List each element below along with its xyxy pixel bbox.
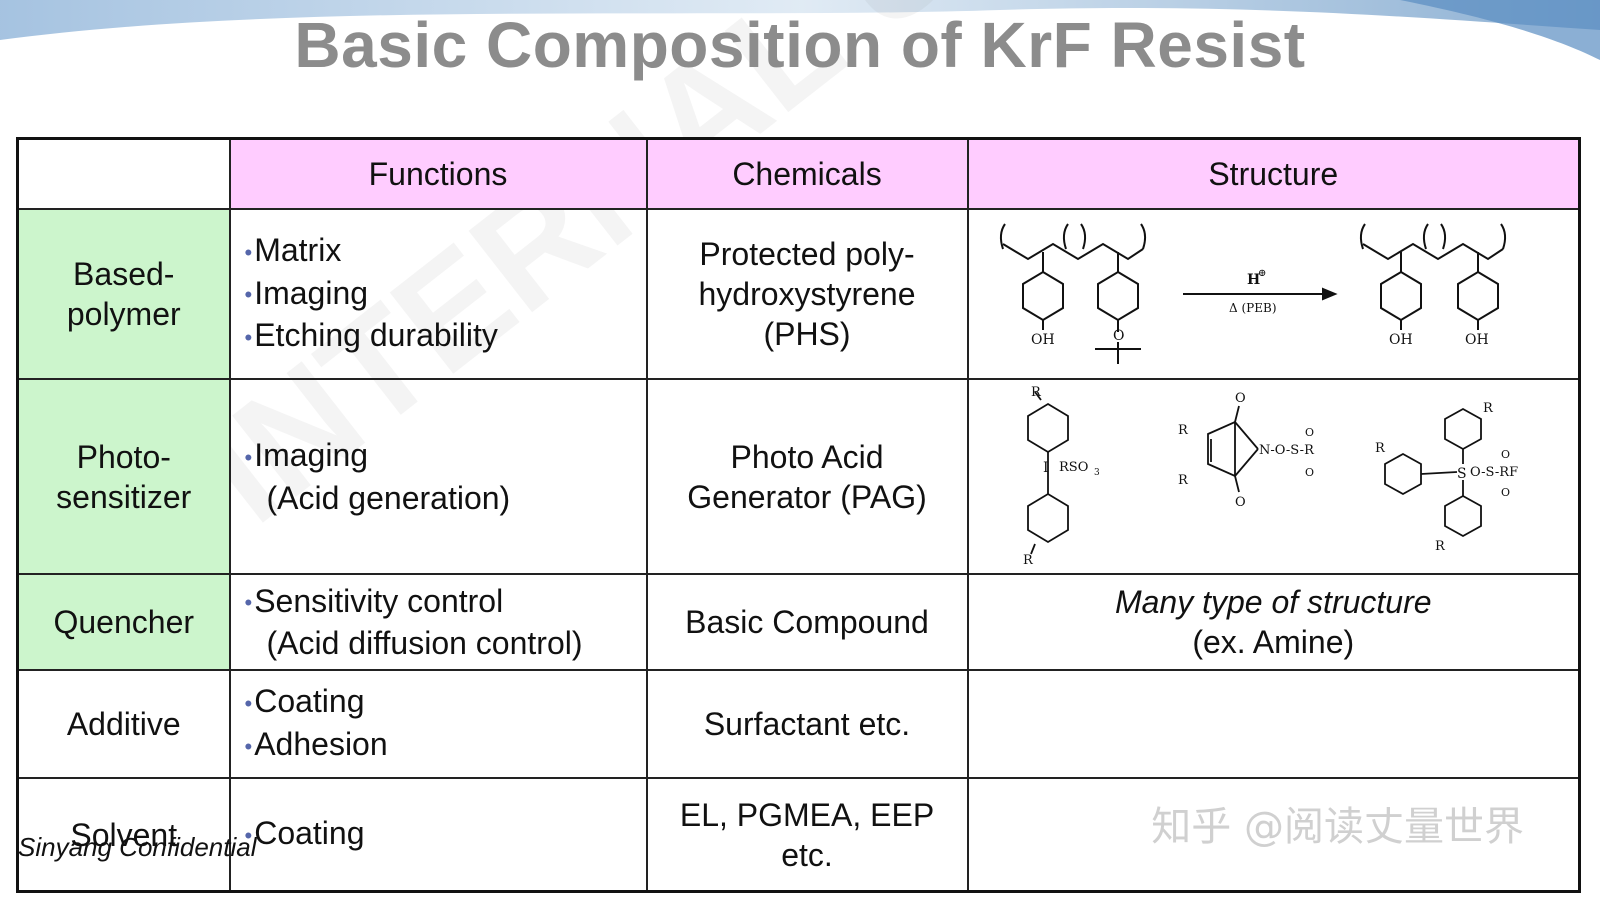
header-functions: Functions: [228, 137, 648, 210]
list-item: •Imaging: [244, 437, 369, 474]
list-item: •Imaging: [244, 274, 369, 311]
svg-text:OH: OH: [1031, 332, 1055, 348]
header-structure: Structure: [966, 137, 1581, 210]
svg-text:H: H: [1247, 272, 1260, 288]
confidential-footer: Sinyang Confidential: [18, 832, 257, 862]
chemicals-cell: Photo Acid Generator (PAG): [645, 378, 969, 575]
svg-text:R: R: [1435, 539, 1446, 554]
empty-structure-cell: [966, 669, 1581, 779]
svg-text:I: I: [1043, 460, 1049, 476]
row-label-solvent: Solvent: [16, 777, 231, 893]
chemicals-cell: Protected poly- hydroxystyrene (PHS): [645, 208, 969, 380]
list-item: •Coating: [244, 683, 365, 720]
svg-text:3: 3: [1094, 468, 1100, 478]
svg-text:R: R: [1023, 553, 1034, 568]
svg-text:R: R: [1178, 473, 1189, 488]
row-label-based-polymer: Based- polymer: [16, 208, 231, 380]
svg-text:R: R: [1178, 423, 1189, 438]
svg-text:⊕: ⊕: [1258, 268, 1266, 279]
table-row: Solvent •Coating EL, PGMEA, EEP etc.: [16, 777, 1581, 893]
table-row: Quencher •Sensitivity control (Acid diff…: [16, 573, 1581, 671]
svg-text:O: O: [1305, 466, 1314, 479]
svg-text:O: O: [1305, 426, 1314, 439]
pag-structures: R I RSO 3 R R R O O N-O-S-R O O R R S O-…: [966, 378, 1581, 575]
table-row: Based- polymer •Matrix •Imaging •Etching…: [16, 208, 1581, 380]
table-row: Photo- sensitizer •Imaging (Acid generat…: [16, 378, 1581, 575]
row-label-photo-sensitizer: Photo- sensitizer: [16, 378, 231, 575]
list-item-continued: (Acid diffusion control): [266, 625, 583, 662]
svg-text:Δ (PEB): Δ (PEB): [1229, 301, 1277, 315]
svg-text:N-O-S-R: N-O-S-R: [1259, 443, 1315, 458]
svg-text:O-S-RF: O-S-RF: [1470, 465, 1518, 480]
page-title: Basic Composition of KrF Resist: [294, 9, 1306, 81]
list-item: •Sensitivity control: [244, 582, 504, 619]
row-label-quencher: Quencher: [16, 573, 231, 671]
chemicals-cell: Surfactant etc.: [645, 669, 969, 779]
functions-cell: •Imaging (Acid generation): [228, 378, 648, 575]
svg-text:O: O: [1501, 486, 1510, 499]
svg-text:OH: OH: [1465, 332, 1489, 348]
zhihu-watermark: 知乎 @阅读丈量世界: [1151, 804, 1524, 850]
composition-table: Functions Chemicals Structure Based- pol…: [16, 137, 1581, 893]
svg-text:O: O: [1501, 448, 1510, 461]
list-item: •Adhesion: [244, 726, 388, 762]
header-chemicals: Chemicals: [645, 137, 969, 210]
svg-text:S: S: [1457, 466, 1467, 482]
list-item: •Coating: [244, 815, 365, 852]
list-item: •Matrix: [244, 232, 342, 269]
chemicals-cell: Basic Compound: [645, 573, 969, 671]
svg-text:R: R: [1483, 401, 1494, 416]
functions-cell: •Matrix •Imaging •Etching durability: [228, 208, 648, 380]
svg-text:R: R: [1031, 385, 1042, 400]
svg-text:RSO: RSO: [1059, 460, 1088, 475]
pag-structures-diagram: R I RSO 3 R R R O O N-O-S-R O O R R S O-…: [1023, 385, 1518, 568]
row-label-additive: Additive: [16, 669, 231, 779]
svg-text:R: R: [1375, 441, 1386, 456]
list-item-continued: (Acid generation): [266, 479, 511, 516]
table-header-row: Functions Chemicals Structure: [16, 137, 1581, 210]
quencher-structure-cell: Many type of structure (ex. Amine): [966, 573, 1581, 671]
empty-structure-cell: [966, 777, 1581, 893]
chemicals-cell: EL, PGMEA, EEP etc.: [645, 777, 969, 893]
list-item: •Etching durability: [244, 317, 498, 354]
svg-text:O: O: [1113, 328, 1124, 344]
functions-cell: •Coating: [228, 777, 648, 893]
svg-text:O: O: [1235, 495, 1246, 510]
svg-text:OH: OH: [1389, 332, 1413, 348]
functions-cell: •Coating •Adhesion: [228, 669, 648, 779]
phs-reaction-diagram: OH O H ⊕ Δ (PEB) OH OH: [1000, 223, 1507, 364]
table-row: Additive •Coating •Adhesion Surfactant e…: [16, 669, 1581, 779]
phs-deprotection-structure: OH O H ⊕ Δ (PEB) OH OH: [966, 208, 1581, 380]
corner-cell: [16, 137, 231, 210]
svg-text:O: O: [1235, 391, 1246, 406]
functions-cell: •Sensitivity control (Acid diffusion con…: [228, 573, 648, 671]
